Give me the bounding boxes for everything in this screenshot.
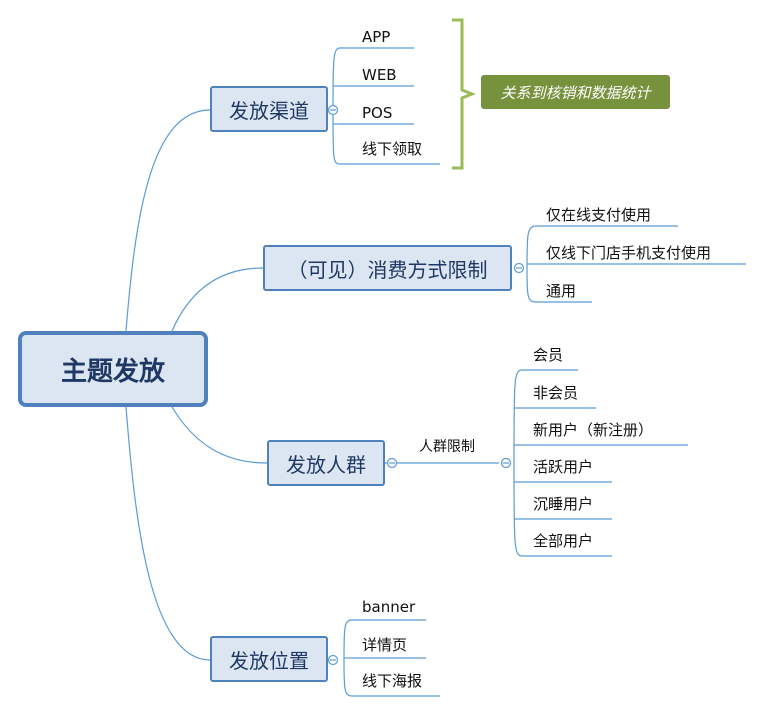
leaf-member[interactable]: 会员	[533, 346, 564, 364]
root-topic-label: 主题发放	[60, 356, 165, 387]
connector-crowd-leaves	[513, 369, 523, 557]
connector-root-crowd	[171, 406, 268, 464]
root-topic[interactable]: 主题发放	[18, 331, 208, 407]
summary-note[interactable]: 关系到核销和数据统计	[481, 75, 670, 109]
leaf-new-user[interactable]: 新用户（新注册）	[533, 421, 654, 439]
leaf-non-member[interactable]: 非会员	[533, 384, 579, 402]
branch-crowd-label: 发放人群	[286, 452, 366, 477]
leaf-dormant-user[interactable]: 沉睡用户	[533, 495, 594, 513]
branch-position[interactable]: 发放位置	[210, 636, 328, 682]
leaf-detail-page[interactable]: 详情页	[362, 636, 408, 654]
branch-crowd[interactable]: 发放人群	[267, 440, 385, 486]
summary-bracket	[452, 18, 477, 170]
leaf-web[interactable]: WEB	[362, 66, 397, 84]
leaf-active-user[interactable]: 活跃用户	[533, 458, 594, 476]
branch-payment[interactable]: （可见）消费方式限制	[263, 245, 512, 291]
leaf-offline-poster[interactable]: 线下海报	[362, 672, 423, 690]
leaf-online-pay-only[interactable]: 仅在线支付使用	[546, 206, 652, 224]
leaf-offline-store-mobile-pay[interactable]: 仅线下门店手机支付使用	[546, 244, 712, 262]
summary-note-label: 关系到核销和数据统计	[500, 83, 651, 102]
leaf-universal[interactable]: 通用	[546, 282, 577, 300]
connector-payment-leaves	[526, 225, 537, 303]
leaf-all-users[interactable]: 全部用户	[533, 532, 594, 550]
branch-payment-label: （可见）消费方式限制	[287, 257, 488, 282]
branch-channel-label: 发放渠道	[229, 98, 309, 123]
leaf-pos[interactable]: POS	[362, 104, 393, 122]
connector-position-leaves	[343, 619, 353, 697]
leaf-banner[interactable]: banner	[362, 598, 416, 616]
connector-root-channel	[125, 109, 211, 332]
connector-root-position	[125, 406, 211, 661]
branch-channel[interactable]: 发放渠道	[210, 86, 328, 132]
connector-root-payment	[171, 267, 264, 332]
leaf-app[interactable]: APP	[362, 28, 391, 46]
crowd-restriction-label[interactable]: 人群限制	[419, 439, 475, 455]
branch-position-label: 发放位置	[229, 648, 309, 673]
leaf-offline-pickup[interactable]: 线下领取	[362, 140, 423, 158]
